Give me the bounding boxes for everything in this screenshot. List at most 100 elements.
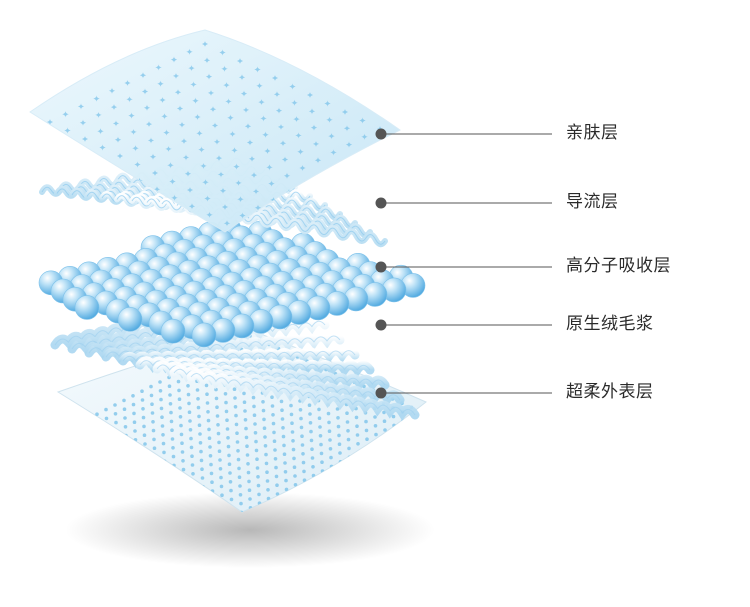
dot-icon	[197, 423, 202, 428]
dot-icon	[291, 439, 295, 443]
dot-icon	[402, 436, 406, 441]
perforation-icon	[254, 204, 262, 211]
perforation-icon	[262, 131, 269, 138]
dot-icon	[214, 387, 218, 392]
perforation-icon	[186, 48, 193, 55]
dot-icon	[262, 426, 267, 431]
perforation-icon	[48, 135, 56, 142]
dot-icon	[338, 451, 342, 455]
dot-icon	[321, 478, 325, 482]
perforation-icon	[200, 162, 207, 170]
dot-icon	[330, 482, 335, 486]
dot-icon	[339, 477, 344, 482]
perforation-icon	[46, 118, 54, 126]
dot-icon	[263, 435, 267, 439]
dot-icon	[290, 421, 294, 426]
dot-icon	[178, 415, 183, 419]
dot-icon	[236, 449, 240, 453]
dot-icon	[195, 388, 200, 392]
dot-icon	[283, 461, 287, 465]
dot-icon	[143, 451, 148, 455]
dot-icon	[272, 439, 277, 444]
dot-icon	[125, 460, 130, 464]
dot-icon	[198, 432, 202, 436]
dot-icon	[181, 467, 186, 472]
dot-icon	[289, 403, 293, 408]
dot-icon	[355, 424, 359, 429]
dot-icon	[301, 452, 305, 456]
dot-icon	[218, 467, 223, 471]
dot-icon	[141, 407, 145, 411]
dot-icon	[199, 458, 204, 463]
dot-icon	[215, 405, 219, 410]
dot-icon	[253, 422, 257, 426]
dot-icon	[237, 475, 242, 480]
topsheet-sheet	[29, 29, 401, 233]
dot-icon	[167, 384, 172, 389]
dot-icon	[264, 452, 268, 457]
perforation-icon	[229, 130, 236, 138]
dot-icon	[133, 429, 137, 433]
dot-icon	[345, 411, 349, 416]
perforation-icon	[101, 160, 108, 167]
dot-icon	[188, 428, 193, 432]
dot-icon	[244, 435, 249, 440]
perforation-icon	[378, 142, 386, 149]
perforation-icon	[161, 113, 168, 120]
dot-icon	[274, 465, 278, 470]
dot-icon	[227, 462, 232, 467]
dot-icon	[205, 401, 210, 405]
perforation-icon	[165, 145, 172, 153]
dot-icon	[328, 438, 332, 442]
dot-icon	[181, 459, 185, 463]
perforation-icon	[310, 124, 318, 131]
dot-icon	[186, 384, 190, 388]
dot-icon	[149, 393, 154, 398]
dot-icon	[429, 414, 433, 418]
dot-icon	[95, 412, 99, 417]
dot-icon	[299, 425, 304, 430]
dot-icon	[153, 464, 158, 468]
dot-icon	[327, 429, 332, 434]
dot-icon	[105, 425, 109, 430]
perforation-icon	[277, 123, 285, 131]
perforation-icon	[293, 115, 300, 123]
dot-icon	[182, 485, 187, 490]
perforation-icon	[169, 178, 176, 185]
dot-icon	[364, 428, 369, 433]
dot-icon	[280, 417, 285, 421]
dot-icon	[310, 447, 314, 452]
dot-icon	[114, 420, 118, 425]
perforation-icon	[171, 194, 178, 201]
dot-icon	[140, 398, 145, 402]
perforation-icon	[266, 164, 273, 171]
perforation-icon	[31, 126, 38, 133]
perforation-icon	[159, 96, 166, 104]
dot-icon	[252, 404, 256, 409]
dot-icon	[365, 437, 369, 442]
dot-icon	[364, 419, 368, 424]
dot-icon	[104, 407, 108, 412]
dot-icon	[251, 395, 256, 400]
dot-icon	[124, 442, 129, 447]
perforation-icon	[306, 91, 314, 99]
dot-icon	[301, 460, 306, 465]
label-backsheet: 超柔外表层	[566, 382, 654, 402]
dot-icon	[247, 479, 251, 484]
dot-icon	[114, 429, 119, 434]
perforation-icon	[205, 73, 213, 80]
dot-icon	[311, 473, 316, 478]
perforation-icon	[184, 170, 192, 177]
dot-icon	[273, 457, 278, 461]
dot-icon	[264, 461, 269, 466]
dot-icon	[284, 478, 288, 483]
dot-icon	[300, 434, 304, 439]
perforation-icon	[244, 123, 252, 130]
dot-icon	[336, 424, 341, 429]
dot-icon	[160, 424, 165, 428]
dot-icon	[177, 388, 181, 393]
dot-icon	[293, 483, 298, 487]
dot-icon	[206, 410, 210, 414]
perforation-icon	[227, 114, 234, 121]
